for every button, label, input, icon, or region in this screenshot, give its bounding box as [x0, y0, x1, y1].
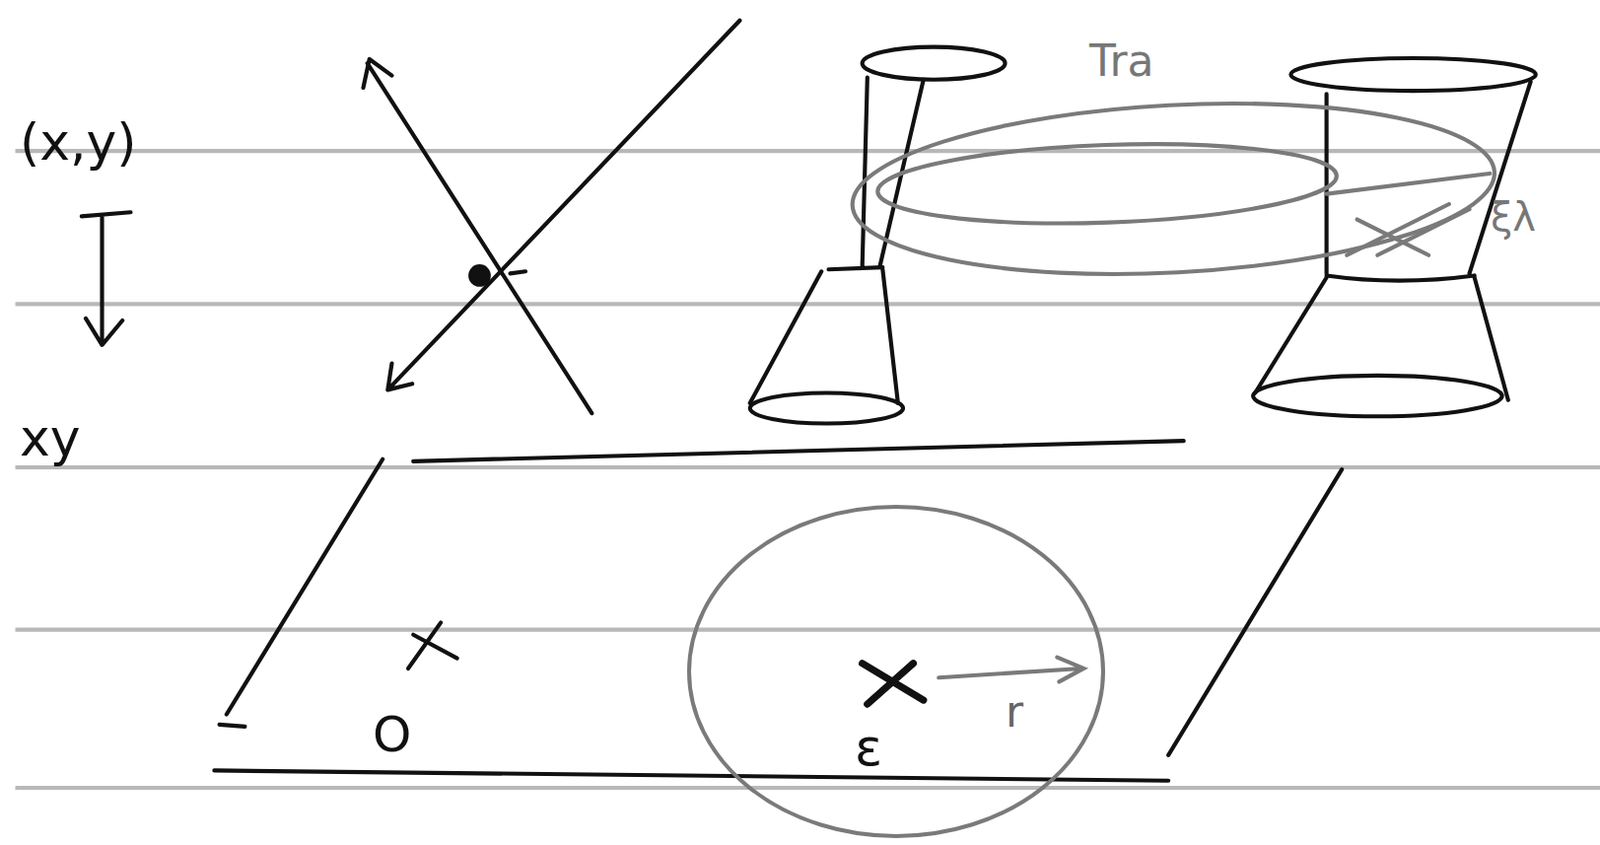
- node-label: r: [1005, 690, 1024, 734]
- sketch-label: (x,y): [19, 116, 138, 168]
- ink: [81, 20, 1536, 781]
- sketch-label: O: [372, 709, 412, 760]
- circle-outline: [685, 502, 1108, 840]
- ruled-lines: [15, 150, 1600, 788]
- gray-ink: [847, 88, 1499, 683]
- sketch-label: Tra: [1089, 39, 1154, 83]
- node-label: ε: [854, 721, 883, 773]
- sketch-label: ξλ: [1490, 197, 1536, 237]
- sketch-label: xy: [19, 412, 81, 464]
- circle-region: εr: [685, 502, 1108, 840]
